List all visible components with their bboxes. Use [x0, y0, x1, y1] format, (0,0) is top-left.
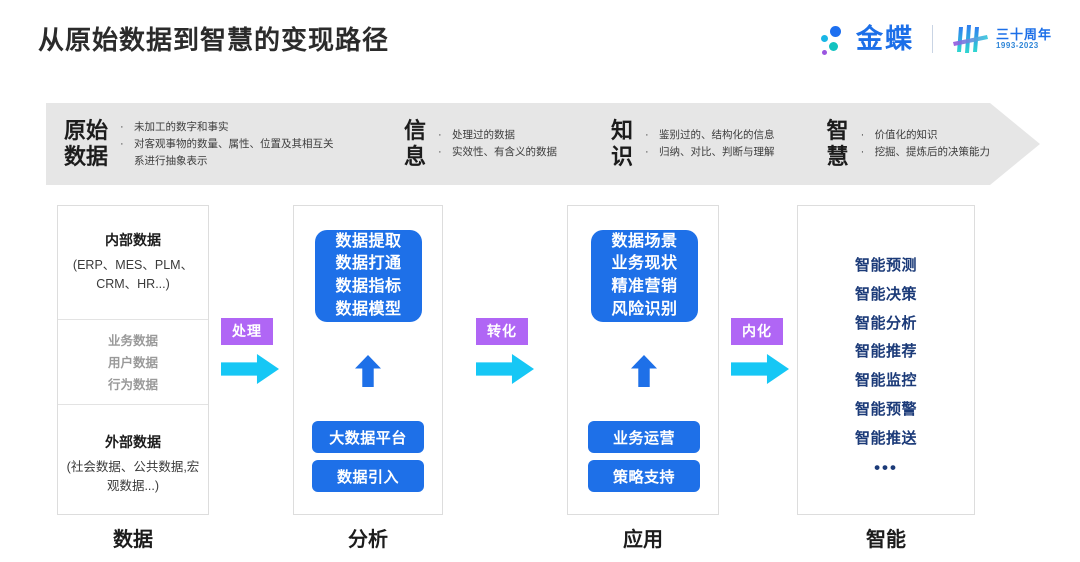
- brand-name: 金蝶: [855, 23, 914, 54]
- logo-divider: [931, 25, 933, 53]
- list-item: 智能分析: [854, 314, 917, 332]
- bullet-item: · 鉴别过的、结构化的信息: [645, 127, 775, 144]
- bullet-item: · 价值化的知识: [861, 127, 991, 144]
- connector-label: 处理: [221, 318, 273, 345]
- page-title: 从原始数据到智慧的变现路径: [38, 25, 390, 55]
- section-subtitle: (ERP、MES、PLM、CRM、HR...): [72, 258, 194, 292]
- list-item: 智能监控: [854, 372, 917, 390]
- arrow-right-icon: [731, 354, 789, 384]
- connector-transform: 转化: [476, 318, 540, 384]
- maturity-banner: 原始 数据 · 未加工的数字和事实 · 对客观事物的数量、属性、位置及其相互关系…: [46, 103, 1040, 185]
- section-title: 外部数据: [105, 434, 161, 450]
- stage-bullets: · 处理过的数据 · 实效性、有含义的数据: [438, 127, 557, 161]
- application-capability-box[interactable]: 数据场景 业务现状 精准营销 风险识别: [591, 230, 698, 322]
- anniversary-years: 1993-2023: [995, 40, 1039, 50]
- bullet-marker-icon: ·: [438, 128, 442, 141]
- section-subtitle: (社会数据、公共数据,宏观数据...): [66, 460, 200, 494]
- banner-stage-information: 信 息 · 处理过的数据 · 实效性、有含义的数据: [404, 103, 557, 185]
- column-caption-analysis: 分析: [348, 529, 388, 551]
- connector-label: 内化: [731, 318, 783, 345]
- bullet-text: 鉴别过的、结构化的信息: [659, 128, 775, 141]
- anniversary-mark-icon: [952, 25, 988, 53]
- column-card-intelligence: [797, 205, 975, 515]
- bullet-marker-icon: ·: [438, 146, 442, 158]
- bullet-item: · 对客观事物的数量、属性、位置及其相互关系进行抽象表示: [120, 136, 334, 169]
- bullet-item: · 实效性、有含义的数据: [438, 144, 557, 161]
- stage-name: 智 慧: [826, 118, 849, 169]
- stage-bullets: · 鉴别过的、结构化的信息 · 归纳、对比、判断与理解: [645, 127, 775, 161]
- arrow-right-icon: [476, 354, 534, 384]
- bullet-marker-icon: ·: [120, 138, 124, 151]
- banner-stage-wisdom: 智 慧 · 价值化的知识 · 挖掘、提炼后的决策能力: [827, 103, 991, 185]
- connector-internalize: 内化: [731, 318, 795, 384]
- list-ellipsis: •••: [874, 457, 898, 477]
- brand-logo: 金蝶 三十周年 1993-2023: [820, 18, 1052, 60]
- bullet-text: 对客观事物的数量、属性、位置及其相互关系进行抽象表示: [134, 138, 334, 167]
- bullet-marker-icon: ·: [120, 121, 124, 134]
- connector-process: 处理: [221, 318, 285, 384]
- banner-stage-knowledge: 知 识 · 鉴别过的、结构化的信息 · 归纳、对比、判断与理解: [611, 103, 775, 185]
- bullet-item: · 未加工的数字和事实: [120, 119, 334, 136]
- analysis-capability-box[interactable]: 数据提取 数据打通 数据指标 数据模型: [315, 230, 422, 322]
- stage-bullets: · 未加工的数字和事实 · 对客观事物的数量、属性、位置及其相互关系进行抽象表示: [120, 119, 334, 169]
- bullet-text: 归纳、对比、判断与理解: [659, 146, 775, 158]
- bullet-text: 挖掘、提炼后的决策能力: [874, 146, 991, 158]
- analysis-pill-bigdata-platform[interactable]: 大数据平台: [312, 421, 424, 453]
- bullet-item: · 归纳、对比、判断与理解: [645, 144, 775, 161]
- column-caption-intelligence: 智能: [866, 529, 906, 551]
- list-item: 智能推荐: [854, 343, 917, 361]
- stage-name: 原始 数据: [64, 118, 109, 169]
- column-card-data: 内部数据 (ERP、MES、PLM、CRM、HR...) 业务数据 用户数据 行…: [57, 205, 209, 515]
- anniversary-badge: 三十周年 1993-2023: [951, 22, 1052, 56]
- bullet-marker-icon: ·: [860, 128, 865, 141]
- intelligence-capability-list: 智能预测 智能决策 智能分析 智能推荐 智能监控 智能预警 智能推送 •••: [797, 252, 975, 481]
- bullet-text: 实效性、有含义的数据: [452, 146, 558, 158]
- section-data-types: 业务数据 用户数据 行为数据: [58, 319, 208, 405]
- column-caption-application: 应用: [623, 529, 663, 551]
- application-pill-strategy-support[interactable]: 策略支持: [588, 460, 700, 492]
- list-item: 用户数据: [107, 355, 158, 370]
- list-item: 智能决策: [854, 285, 917, 303]
- stage-bullets: · 价值化的知识 · 挖掘、提炼后的决策能力: [861, 127, 991, 161]
- bullet-marker-icon: ·: [645, 128, 649, 141]
- bullet-text: 处理过的数据: [452, 128, 516, 141]
- connector-label: 转化: [476, 318, 528, 345]
- section-internal-data: 内部数据 (ERP、MES、PLM、CRM、HR...): [58, 206, 208, 319]
- list-item: 业务数据: [107, 334, 158, 348]
- bullet-text: 价值化的知识: [874, 128, 938, 141]
- arrow-right-icon: [221, 354, 279, 384]
- list-item: 智能推送: [854, 429, 917, 447]
- bullet-marker-icon: ·: [645, 146, 649, 158]
- stage-name: 知 识: [611, 118, 634, 169]
- kingdee-dots-icon: [820, 24, 846, 55]
- section-title: 内部数据: [105, 232, 161, 248]
- application-pill-business-operations[interactable]: 业务运营: [588, 421, 700, 453]
- stage-name: 信 息: [404, 118, 427, 169]
- bullet-item: · 处理过的数据: [438, 127, 557, 144]
- section-external-data: 外部数据 (社会数据、公共数据,宏观数据...): [58, 405, 208, 514]
- column-caption-data: 数据: [113, 529, 153, 551]
- bullet-text: 未加工的数字和事实: [134, 121, 229, 134]
- list-item: 行为数据: [107, 377, 158, 392]
- bullet-item: · 挖掘、提炼后的决策能力: [861, 144, 991, 161]
- banner-stage-raw-data: 原始 数据 · 未加工的数字和事实 · 对客观事物的数量、属性、位置及其相互关系…: [64, 103, 334, 185]
- list-item: 智能预测: [854, 257, 917, 274]
- analysis-pill-data-ingest[interactable]: 数据引入: [312, 460, 424, 492]
- bullet-marker-icon: ·: [860, 146, 865, 158]
- anniversary-label: 三十周年: [995, 26, 1052, 42]
- list-item: 智能预警: [854, 400, 917, 418]
